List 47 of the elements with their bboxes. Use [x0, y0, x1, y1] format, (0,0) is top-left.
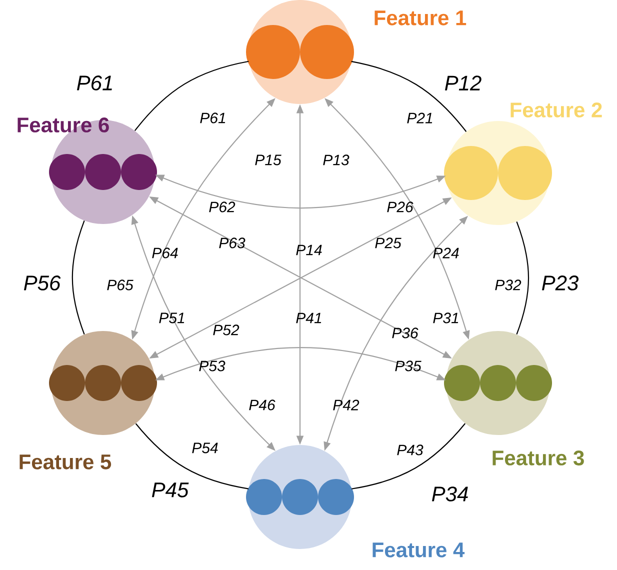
feature-label: Feature 6 — [18, 118, 109, 132]
probability-label: P34 — [432, 486, 468, 502]
probability-label: P14 — [296, 244, 322, 256]
probability-label: P26 — [387, 202, 414, 212]
probability-label: P32 — [495, 280, 522, 290]
probability-label: P42 — [333, 400, 360, 410]
feature-label: Feature 4 — [372, 542, 465, 558]
probability-label: P65 — [107, 280, 134, 290]
connector-line — [72, 220, 85, 334]
probability-label: P46 — [249, 400, 276, 410]
connector-line — [351, 60, 467, 132]
probability-label: P56 — [24, 276, 61, 290]
probability-label: P43 — [397, 444, 424, 456]
probability-label: P64 — [152, 248, 178, 258]
probability-label: P24 — [433, 248, 459, 258]
probability-label: P62 — [209, 202, 236, 212]
connector-line — [135, 423, 249, 490]
probability-label: P51 — [159, 312, 184, 324]
probability-label: P15 — [255, 154, 282, 166]
probability-label: P54 — [192, 442, 218, 454]
probability-label: P61 — [200, 112, 226, 124]
probability-label: P52 — [213, 324, 240, 336]
feature-circle — [49, 331, 157, 435]
probability-label: P31 — [433, 312, 458, 324]
probability-label: P35 — [395, 360, 422, 372]
feature-label: Feature 3 — [492, 450, 584, 466]
probability-label: P25 — [375, 238, 402, 248]
feature-label: Feature 2 — [510, 102, 602, 118]
connector-line — [516, 222, 530, 334]
probability-label: P61 — [76, 76, 112, 90]
feature-circle — [444, 331, 552, 435]
probability-label: P41 — [296, 312, 322, 324]
probability-label: P36 — [392, 328, 418, 338]
probability-label: P63 — [219, 238, 246, 248]
connector-line — [351, 423, 466, 490]
feature-label: Feature 1 — [374, 10, 466, 26]
probability-label: P23 — [542, 276, 578, 290]
probability-label: P45 — [152, 482, 189, 498]
feature-circle — [246, 445, 354, 549]
feature-label: Feature 5 — [20, 454, 112, 470]
probability-label: P12 — [444, 76, 482, 90]
probability-label: P13 — [323, 154, 350, 166]
probability-label: P21 — [407, 112, 432, 124]
connector-line — [134, 60, 249, 132]
feature-circle — [246, 0, 354, 104]
feature-circle — [444, 121, 552, 225]
probability-label: P53 — [199, 360, 226, 372]
